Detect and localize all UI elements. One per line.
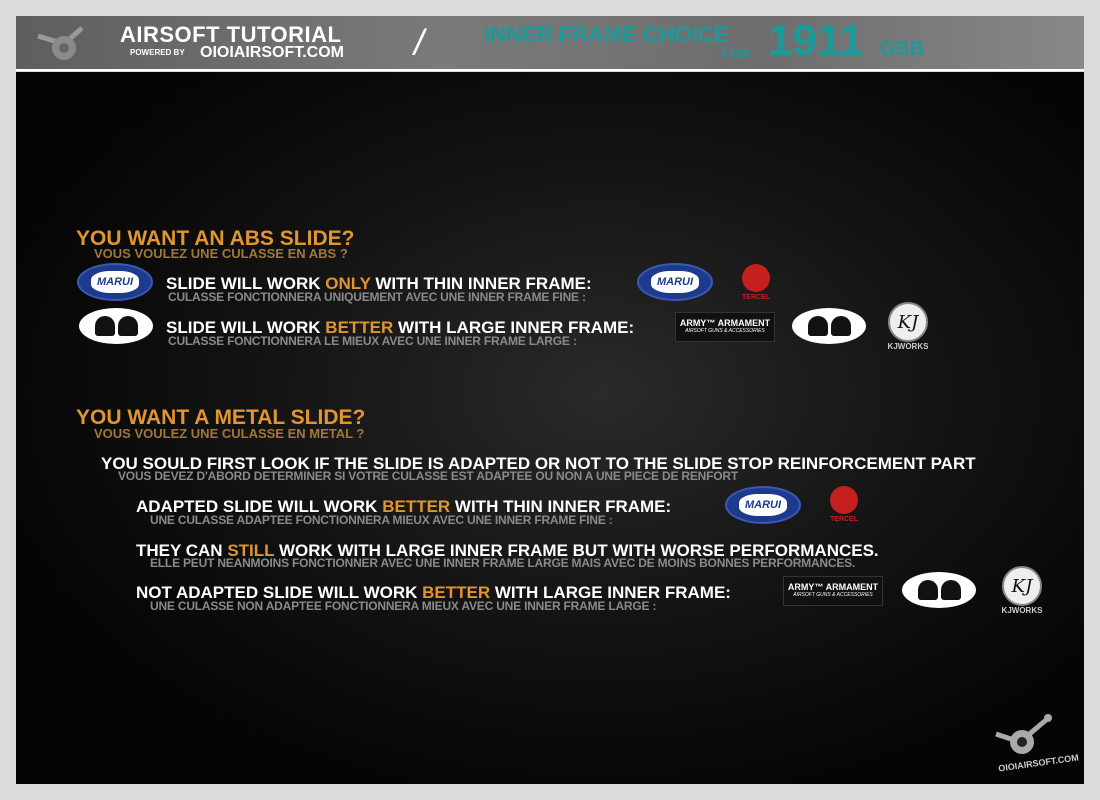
- header-model-suffix: GBB: [880, 38, 925, 60]
- kwa-logo: [79, 308, 153, 344]
- header-banner: AIRSOFT TUTORIAL POWERED BY OIOIAIRSOFT.…: [16, 16, 1084, 71]
- metal-title: YOU WANT A METAL SLIDE?: [76, 406, 366, 429]
- metal-row2-fr: ELLE PEUT NEANMOINS FONCTIONNER AVEC UNE…: [150, 556, 856, 570]
- content-panel: [16, 72, 1084, 784]
- tercel-logo: TERCEL: [736, 264, 776, 308]
- metal-intro: YOU SOULD FIRST LOOK IF THE SLIDE IS ADA…: [101, 454, 976, 473]
- marui-logo: MARUI: [637, 263, 713, 301]
- tercel-logo: TERCEL: [824, 486, 864, 530]
- powered-by-label: POWERED BY: [130, 48, 185, 57]
- abs-row2-fr: CULASSE FONCTIONNERA LE MIEUX AVEC UNE I…: [168, 334, 577, 348]
- marui-logo: MARUI: [77, 263, 153, 301]
- metal-row1-fr: UNE CULASSE ADAPTEE FONCTIONNERA MIEUX A…: [150, 513, 613, 527]
- header-title: AIRSOFT TUTORIAL: [120, 22, 342, 47]
- header-for: FOR: [722, 46, 750, 61]
- marui-logo: MARUI: [725, 486, 801, 524]
- metal-row3-text: NOT ADAPTED SLIDE WILL WORK BETTER WITH …: [136, 583, 731, 602]
- header-site: OIOIAIRSOFT.COM: [200, 44, 344, 61]
- metal-intro-fr: VOUS DEVEZ D'ABORD DETERMINER SI VOTRE C…: [118, 469, 738, 483]
- metal-row3-fr: UNE CULASSE NON ADAPTEE FONCTIONNERA MIE…: [150, 599, 657, 613]
- metal-row2-text: THEY CAN STILL WORK WITH LARGE INNER FRA…: [136, 541, 879, 560]
- metal-subtitle: VOUS VOULEZ UNE CULASSE EN METAL ?: [94, 426, 365, 441]
- abs-subtitle: VOUS VOULEZ UNE CULASSE EN ABS ?: [94, 246, 348, 261]
- oioi-footer-logo-icon: [995, 714, 1052, 754]
- abs-row2-text: SLIDE WILL WORK BETTER WITH LARGE INNER …: [166, 318, 635, 337]
- oioi-logo-icon: [37, 26, 84, 60]
- abs-title: YOU WANT AN ABS SLIDE?: [76, 227, 355, 250]
- metal-row1-text: ADAPTED SLIDE WILL WORK BETTER WITH THIN…: [136, 497, 672, 516]
- header-subject: INNER FRAME CHOICE: [484, 22, 729, 47]
- kwa-logo: [792, 308, 866, 344]
- kwa-logo: [902, 572, 976, 608]
- abs-row1-text: SLIDE WILL WORK ONLY WITH THIN INNER FRA…: [166, 274, 592, 293]
- abs-row1-fr: CULASSE FONCTIONNERA UNIQUEMENT AVEC UNE…: [168, 290, 586, 304]
- header-separator: /: [414, 22, 425, 63]
- header-model: 1911: [768, 16, 864, 65]
